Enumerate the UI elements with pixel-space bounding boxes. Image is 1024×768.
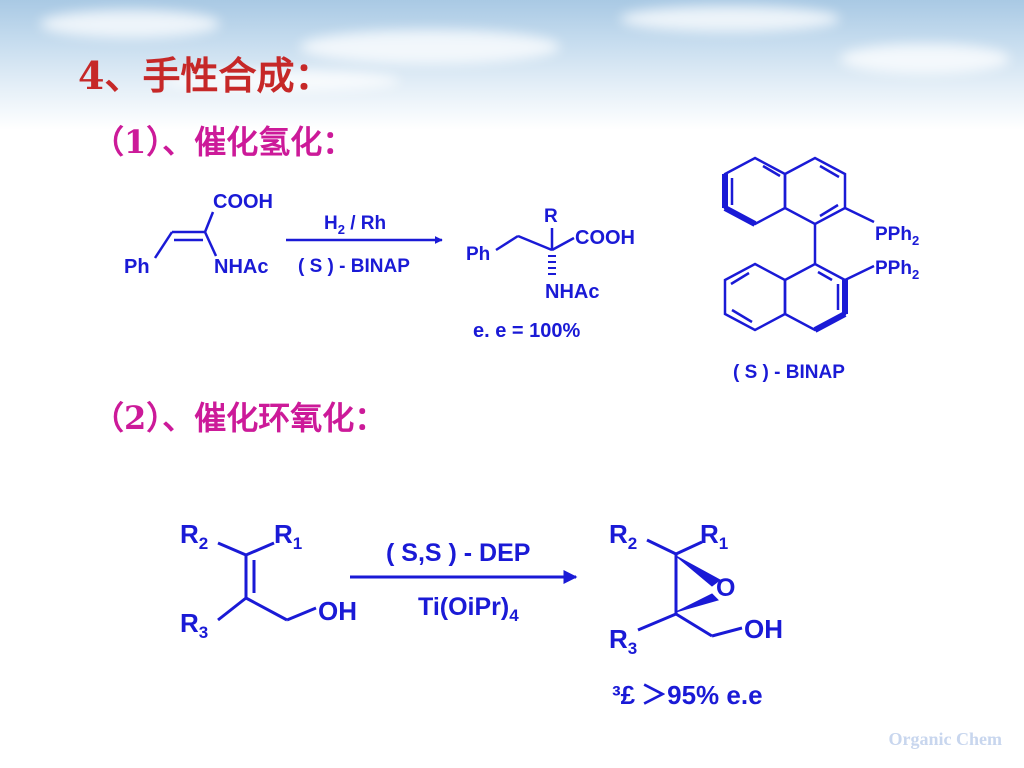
r-subscript: 3 (199, 623, 208, 642)
pph-subscript: 2 (912, 267, 919, 282)
sky-banner (0, 0, 1024, 130)
r-label: R (180, 608, 199, 638)
reactant-r3: R3 (180, 608, 208, 642)
catalyst-label: ( S ) - BINAP (298, 256, 410, 277)
enantiomeric-excess-label: e. e = 100% (473, 320, 581, 342)
r-label: R (180, 519, 199, 549)
r-label: R (700, 519, 719, 549)
ee-prefix: ³£ (612, 680, 636, 710)
cloud (840, 44, 1010, 74)
binap-caption: ( S ) - BINAP (733, 362, 845, 383)
binap-pph2-lower: PPh2 (875, 258, 919, 282)
product-r2: R2 (609, 519, 637, 553)
reactant-phenyl-label: Ph (124, 256, 150, 278)
binap-pph2-upper: PPh2 (875, 224, 919, 248)
binap-bold-bonds (722, 174, 848, 333)
reactant-dehydroamino-acid (153, 211, 218, 259)
r-label: R (609, 519, 628, 549)
reactant-acid-label: COOH (213, 191, 273, 213)
binap-naphthyl-rings (723, 156, 875, 332)
product-r-label: R (544, 206, 558, 227)
product-phenyl-label: Ph (466, 244, 490, 265)
epoxidation-reaction: R2 R1 R3 OH ( S,S ) - DEP Ti(OiPr)4 R2 R… (180, 519, 783, 710)
product-amide-label: NHAc (545, 281, 599, 303)
r-subscript: 1 (719, 534, 728, 553)
r-subscript: 2 (628, 534, 637, 553)
product-amino-acid (495, 228, 575, 275)
titanium-label: Ti(OiPr) (418, 593, 509, 621)
titanium-subscript: 4 (509, 606, 519, 625)
cloud (160, 70, 400, 92)
cloud (40, 10, 220, 38)
pph-label: PPh (875, 258, 912, 279)
reactant-r1: R1 (274, 519, 302, 553)
reagent-h-subscript: 2 (338, 222, 345, 237)
cloud (620, 6, 840, 32)
product-epoxy-alcohol (637, 538, 743, 638)
reactant-allylic-alcohol (217, 541, 317, 622)
ee-value: ＞95% e.e (641, 680, 762, 710)
reactant-r2: R2 (180, 519, 208, 553)
reactant-amide-label: NHAc (214, 256, 268, 278)
r-subscript: 1 (293, 534, 302, 553)
hydrogenation-reaction: COOH Ph NHAc H2 / Rh ( S ) - BINAP R Ph … (124, 191, 635, 342)
reagent-h-label: H (324, 213, 338, 234)
r-subscript: 2 (199, 534, 208, 553)
product-r1: R1 (700, 519, 728, 553)
epoxide-oxygen-label: O (716, 574, 735, 602)
chiral-tartrate-label: ( S,S ) - DEP (386, 539, 530, 567)
r-subscript: 3 (628, 639, 637, 658)
cloud (300, 30, 560, 64)
epoxidation-ee-label: ³£＞95% e.e (612, 680, 763, 710)
slide-title: 4、手性合成： (78, 53, 333, 98)
product-acid-label: COOH (575, 227, 635, 249)
product-hydroxyl: OH (744, 614, 783, 644)
r-label: R (609, 624, 628, 654)
watermark: Organic Chem (888, 729, 1002, 749)
titanium-reagent: Ti(OiPr)4 (418, 593, 519, 625)
r-label: R (274, 519, 293, 549)
reactant-hydroxyl: OH (318, 596, 357, 626)
section-hydrogenation-heading: （1）、催化氢化： (92, 123, 355, 161)
section-epoxidation-heading: （2）、催化环氧化： (92, 399, 387, 437)
reagent-hydrogen-rhodium: H2 / Rh (324, 213, 386, 237)
reagent-rh-label: / Rh (345, 213, 386, 234)
product-r3: R3 (609, 624, 637, 658)
pph-label: PPh (875, 224, 912, 245)
binap-structure: PPh2 PPh2 ( S ) - BINAP (722, 156, 919, 383)
pph-subscript: 2 (912, 233, 919, 248)
